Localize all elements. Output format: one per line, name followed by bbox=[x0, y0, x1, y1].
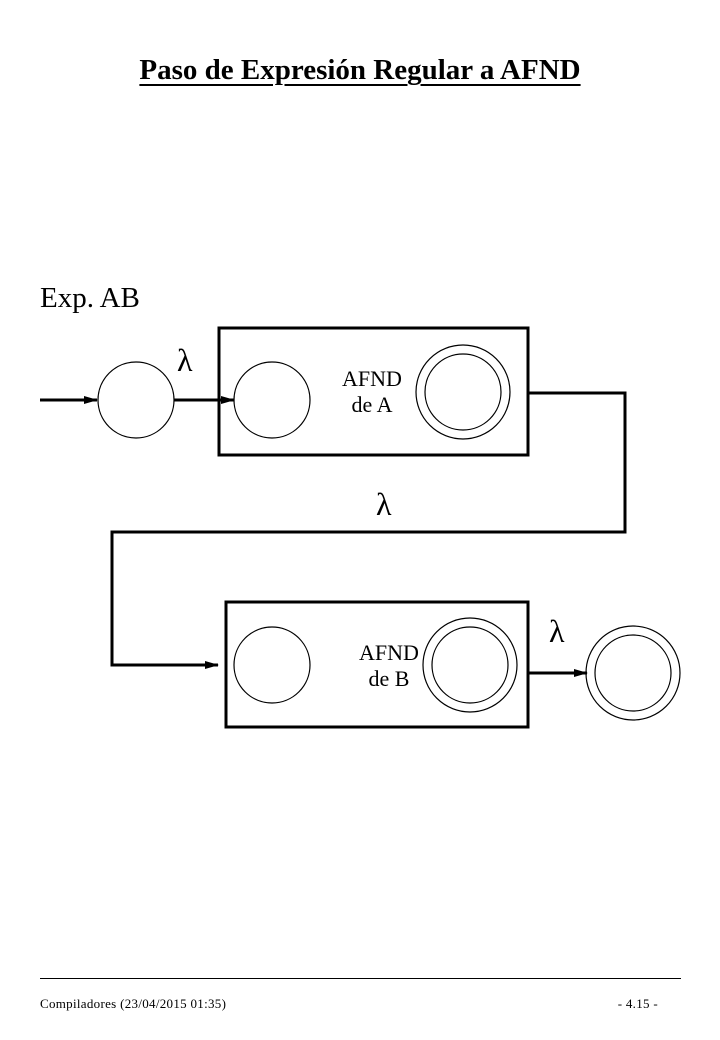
new-final-state-outer bbox=[585, 625, 681, 721]
lambda-b-to-final: λ bbox=[549, 613, 565, 649]
automaton-b-start-state bbox=[233, 626, 311, 704]
automaton-b-final-state-outer bbox=[422, 617, 518, 713]
automaton-a-start-state bbox=[233, 361, 311, 439]
footer-divider bbox=[40, 978, 681, 979]
page-title: Paso de Expresión Regular a AFND bbox=[0, 52, 720, 88]
automaton-a-label-line2: de A bbox=[351, 392, 393, 417]
lambda-a-to-b: λ bbox=[376, 486, 392, 522]
footer-course-date: Compiladores (23/04/2015 01:35) bbox=[40, 996, 227, 1011]
automaton-b-label-line2: de B bbox=[368, 666, 410, 691]
automaton-b-label: AFND de B bbox=[344, 640, 434, 692]
lambda-start-to-a: λ bbox=[177, 342, 193, 378]
automaton-a-label-line1: AFND bbox=[342, 366, 402, 391]
new-final-state-inner bbox=[594, 634, 672, 712]
footer-page-number: - 4.15 - bbox=[617, 996, 658, 1011]
automaton-b-final-state-inner bbox=[431, 626, 509, 704]
automaton-a-label: AFND de A bbox=[327, 366, 417, 418]
a-to-b-connector bbox=[110, 391, 627, 669]
automaton-a-final-state-inner bbox=[424, 353, 502, 431]
new-initial-state bbox=[97, 361, 175, 439]
page-title-text: Paso de Expresión Regular a AFND bbox=[139, 54, 581, 86]
automaton-b-label-line1: AFND bbox=[359, 640, 419, 665]
expression-label: Exp. AB bbox=[40, 282, 140, 314]
automaton-a-final-state-outer bbox=[415, 344, 511, 440]
automaton-b-box bbox=[224, 600, 530, 729]
